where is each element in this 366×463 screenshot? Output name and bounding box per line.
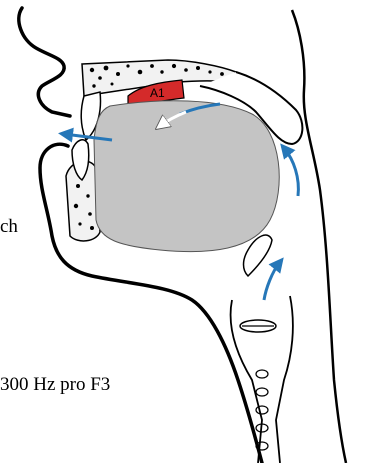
text-fragment-left: ch: [0, 217, 18, 236]
airflow-arrow-larynx: [264, 262, 280, 300]
region-a1-label: A1: [150, 86, 165, 100]
text-fragment-bottom: 300 Hz pro F3: [0, 375, 110, 394]
pharynx-wall: [292, 10, 346, 463]
trachea-rings: [256, 370, 268, 450]
tongue: [94, 101, 279, 252]
face-profile-upper: [19, 8, 70, 116]
airflow-arrow-pharynx: [284, 148, 298, 196]
